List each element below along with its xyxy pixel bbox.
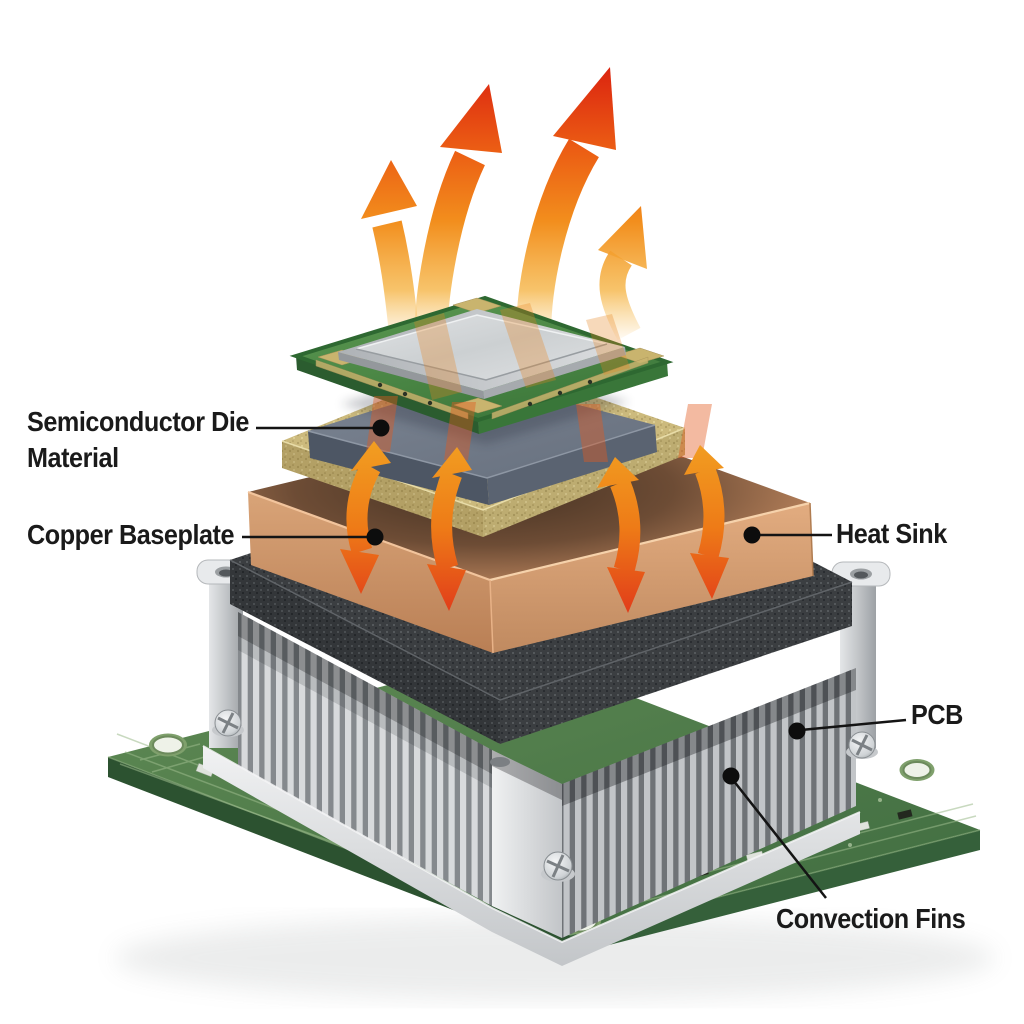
dbl-arrow-2 bbox=[427, 447, 472, 611]
leader-lines bbox=[242, 426, 907, 899]
label-semiconductor-die-material: Semiconductor Die Material bbox=[27, 404, 249, 476]
dbl-arrow-3 bbox=[597, 457, 645, 613]
heat-ribbons-over-chip bbox=[414, 303, 630, 400]
label-convection-fins: Convection Fins bbox=[776, 903, 966, 934]
screw-left bbox=[212, 709, 244, 737]
callout-dot-copper bbox=[366, 528, 384, 546]
convection-fins-right-face bbox=[562, 668, 856, 938]
dbl-arrow-1 bbox=[340, 441, 391, 594]
package-front-left-face bbox=[296, 356, 479, 434]
label-copper-baseplate: Copper Baseplate bbox=[27, 519, 235, 550]
callout-dots bbox=[366, 419, 806, 785]
label-heat-sink: Heat Sink bbox=[836, 518, 947, 549]
heatsink-base-plate bbox=[202, 745, 861, 966]
heatsink-assembly bbox=[196, 559, 891, 966]
mounting-screws bbox=[212, 709, 878, 882]
callout-dot-die bbox=[372, 419, 390, 437]
screw-front bbox=[541, 851, 575, 882]
label-pcb: PCB bbox=[911, 699, 963, 730]
pcb-edge-right bbox=[570, 830, 980, 955]
label-die-line2: Material bbox=[27, 442, 119, 473]
heat-arrow-1 bbox=[361, 160, 419, 335]
callout-dot-pcb bbox=[788, 722, 806, 740]
leader-fins bbox=[732, 779, 827, 899]
label-die-line1: Semiconductor Die bbox=[27, 406, 250, 437]
heat-arrow-4 bbox=[598, 206, 647, 341]
copper-front-right-face bbox=[490, 503, 813, 653]
heatsink-corner-face bbox=[490, 750, 562, 938]
cpu-package bbox=[289, 295, 674, 434]
die-front-right-face bbox=[487, 425, 657, 505]
callout-dot-fins bbox=[722, 767, 740, 785]
ihs-lid bbox=[338, 309, 626, 399]
bidirectional-heat-arrows bbox=[340, 441, 729, 613]
heat-rise-arrows bbox=[361, 67, 647, 341]
convection-fins-left-face bbox=[238, 612, 492, 906]
package-components bbox=[377, 379, 593, 407]
screw-right bbox=[846, 731, 878, 759]
leader-pcb bbox=[800, 718, 907, 732]
dbl-arrow-4 bbox=[684, 445, 729, 599]
callout-dot-heatsink bbox=[743, 526, 761, 544]
package-front-right-face bbox=[478, 362, 668, 434]
